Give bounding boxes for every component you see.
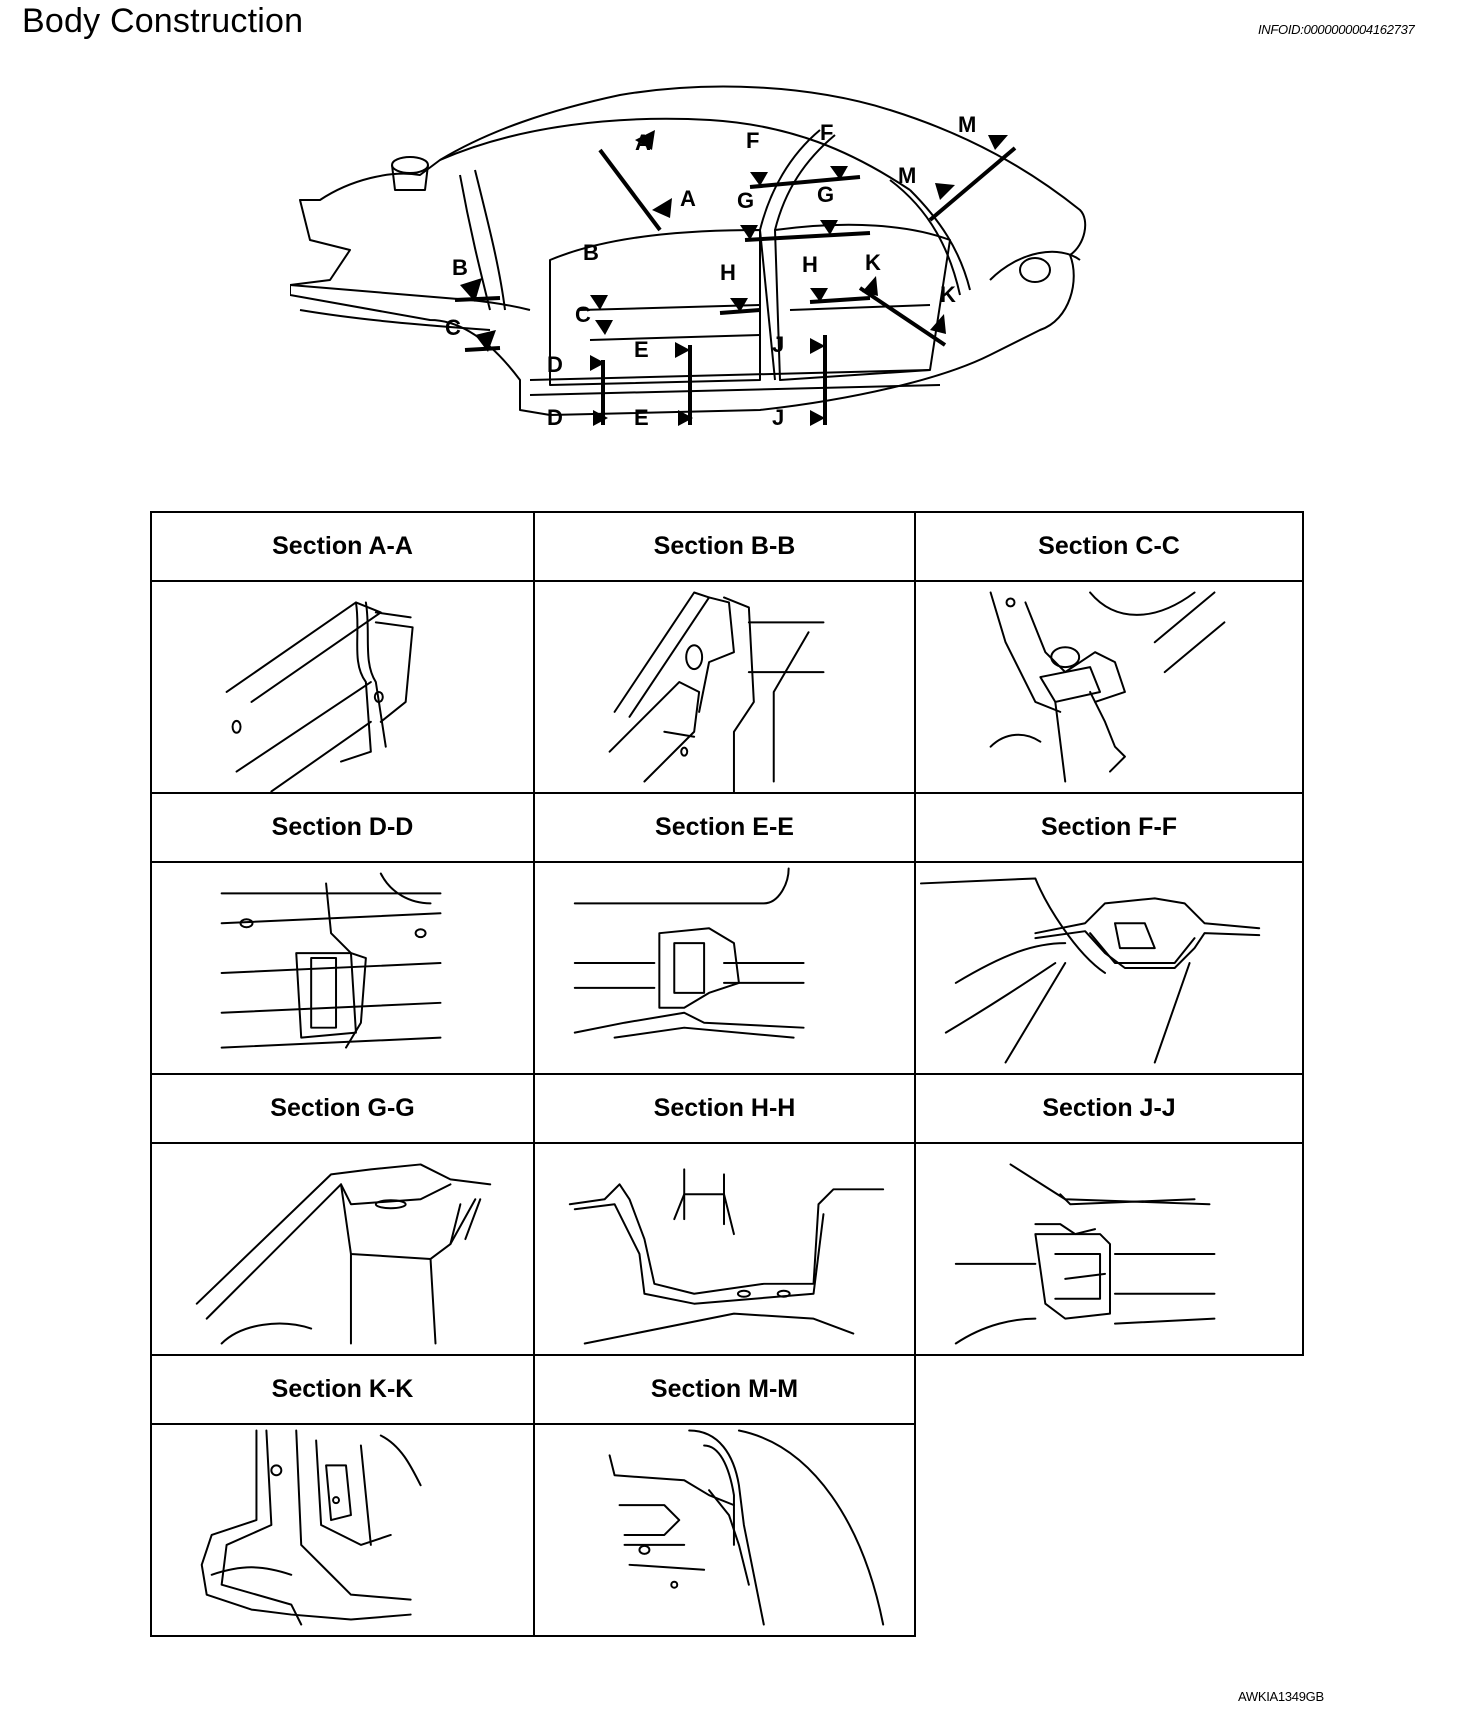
section-view-h	[533, 1142, 916, 1356]
section-view-k	[150, 1423, 535, 1637]
section-view-b	[533, 580, 916, 794]
marker-H-left: H	[720, 260, 736, 285]
section-header-j: Section J-J	[914, 1073, 1304, 1144]
marker-F-left: F	[746, 128, 759, 153]
section-view-d	[150, 861, 535, 1075]
marker-G-left: G	[737, 188, 754, 213]
marker-C-front: C	[445, 315, 461, 340]
section-header-e: Section E-E	[533, 792, 916, 863]
marker-F-right: F	[820, 120, 833, 145]
marker-D-lower: D	[547, 405, 563, 430]
car-body-diagram: A A B B C C D D E E F F G G H H J J K K …	[289, 80, 1210, 480]
section-view-c	[914, 580, 1304, 794]
marker-A-lower: A	[680, 186, 696, 211]
info-id: INFOID:0000000004162737	[1258, 22, 1415, 37]
section-header-c: Section C-C	[914, 511, 1304, 582]
marker-C-rear: C	[575, 302, 591, 327]
marker-H-right: H	[802, 252, 818, 277]
section-view-f	[914, 861, 1304, 1075]
marker-M-upper: M	[958, 112, 976, 137]
section-header-m: Section M-M	[533, 1354, 916, 1425]
section-header-k: Section K-K	[150, 1354, 535, 1425]
section-marker-labels: A A B B C C D D E E F F G G H H J J K K …	[445, 112, 976, 430]
empty-view-cell	[915, 1424, 1303, 1636]
section-header-b: Section B-B	[533, 511, 916, 582]
section-view-e	[533, 861, 916, 1075]
page-title: Body Construction	[22, 2, 304, 40]
marker-M-lower: M	[898, 163, 916, 188]
car-body-outline: A A B B C C D D E E F F G G H H J J K K …	[289, 85, 1087, 430]
marker-K-lower: K	[940, 282, 956, 307]
section-header-a: Section A-A	[150, 511, 535, 582]
section-header-d: Section D-D	[150, 792, 535, 863]
section-view-a	[150, 580, 535, 794]
section-header-h: Section H-H	[533, 1073, 916, 1144]
marker-A-top: A	[635, 130, 651, 155]
marker-J-upper: J	[772, 332, 784, 357]
figure-code: AWKIA1349GB	[1238, 1689, 1324, 1704]
section-header-f: Section F-F	[914, 792, 1304, 863]
marker-E-lower: E	[634, 405, 649, 430]
marker-B-rear: B	[583, 240, 599, 265]
marker-J-lower: J	[772, 405, 784, 430]
section-views-table: Section A-A Section B-B Section C-C Sect…	[150, 511, 1304, 1637]
marker-K-upper: K	[865, 250, 881, 275]
section-view-g	[150, 1142, 535, 1356]
empty-header-cell	[915, 1355, 1303, 1424]
section-view-j	[914, 1142, 1304, 1356]
marker-G-right: G	[817, 182, 834, 207]
section-view-m	[533, 1423, 916, 1637]
section-header-g: Section G-G	[150, 1073, 535, 1144]
marker-E-upper: E	[634, 337, 649, 362]
marker-D-upper: D	[547, 352, 563, 377]
marker-B-front: B	[452, 255, 468, 280]
